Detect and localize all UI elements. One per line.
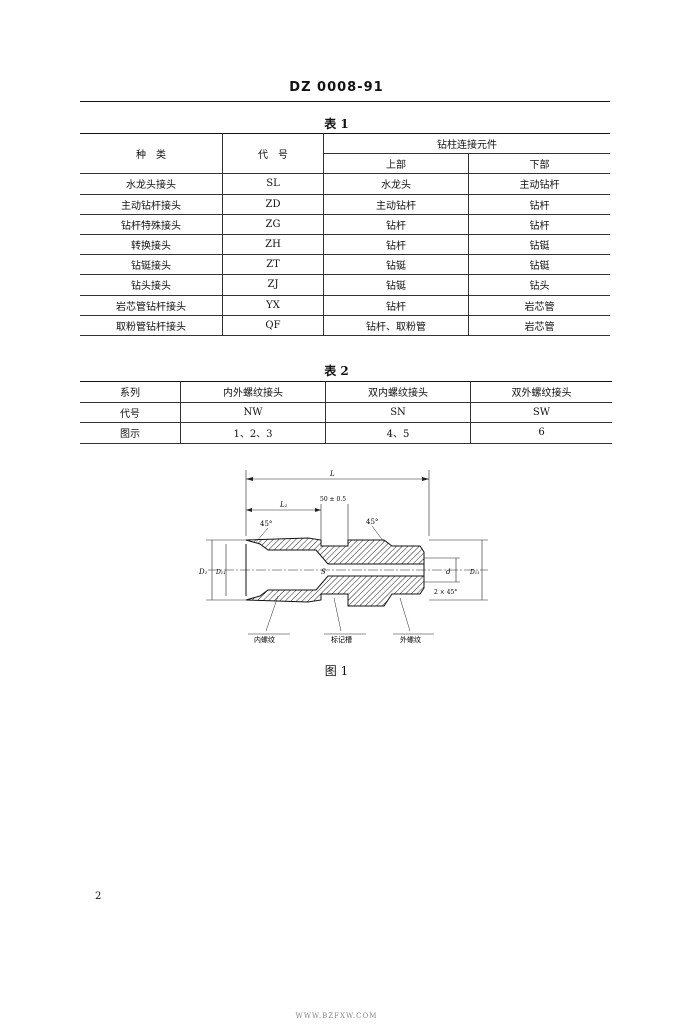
footer-watermark: WWW.BZFXW.COM [295,1012,378,1020]
col-header-kind: 种 类 [80,133,223,175]
cell-lower: 岩芯管 [468,295,610,316]
cell-upper: 钻铤 [323,254,469,276]
cell-sn: SN [325,402,471,423]
cell-nw: 1、2、3 [180,422,326,444]
cell-upper: 钻杆、取粉管 [323,315,469,336]
cell-kind: 钻铤接头 [80,254,223,276]
col-header-nw: 内外螺纹接头 [180,381,326,403]
col-header-sw: 双外螺纹接头 [470,381,612,403]
cell-lower: 主动钻杆 [468,173,610,195]
header-rule [80,101,610,102]
callout-outer-thread: 外螺纹 [400,635,421,644]
cell-code: QF [222,315,324,336]
cell-kind: 钻头接头 [80,274,223,296]
table1-caption: 表 1 [324,117,349,131]
cell-label: 图示 [80,422,181,444]
chamfer-label-right: 45° [366,518,378,526]
cell-lower: 钻杆 [468,194,610,215]
chamfer-label-left: 45° [260,520,272,528]
table2-header-row: 系列 内外螺纹接头 双内螺纹接头 双外螺纹接头 [80,381,612,403]
col-header-code: 代 号 [222,133,324,175]
table1-subheader-row: 上部 下部 [80,153,610,175]
cell-kind: 水龙头接头 [80,173,223,195]
callout-inner-thread: 内螺纹 [254,635,275,644]
cell-code: ZH [222,234,324,256]
cell-kind: 主动钻杆接头 [80,194,223,215]
cell-kind: 取粉管钻杆接头 [80,315,223,336]
cell-kind: 钻杆特殊接头 [80,214,223,235]
cell-upper: 主动钻杆 [323,194,469,215]
dim-label-D1: D₁ [198,568,208,576]
cell-nw: NW [180,402,326,423]
cell-kind: 岩芯管钻杆接头 [80,295,223,316]
chamfer-label-end: 2 × 45° [434,589,457,596]
standard-code-header: DZ 0008-91 [289,80,384,95]
dim-label-D11-right: D₁₁ [469,569,480,576]
table1-header-row: 种 类 代 号 钻柱连接元件 [80,133,610,175]
cell-label: 代号 [80,402,181,423]
cell-lower: 钻杆 [468,214,610,235]
joint-section-drawing: L L₁ 50 ± 0.5 45° 45° D₁ D₁₁ S d D₁₁ 2 ×… [198,470,488,644]
cell-code: ZG [222,214,324,235]
cell-lower: 岩芯管 [468,315,610,336]
cell-code: YX [222,295,324,316]
cell-sw: SW [470,402,612,423]
col-header-lower: 下部 [468,153,610,175]
cell-code: ZT [222,254,324,276]
dim-label-D11: D₁₁ [215,569,226,576]
cell-sn: 4、5 [325,422,471,444]
cell-code: ZJ [222,274,324,296]
col-header-series: 系列 [80,381,181,403]
dim-label-L1: L₁ [279,501,288,509]
cell-upper: 钻杆 [323,214,469,235]
cell-code: ZD [222,194,324,215]
cell-lower: 钻铤 [468,234,610,256]
cell-upper: 钻铤 [323,274,469,296]
callout-mark-groove: 标记槽 [331,635,352,644]
col-header-sn: 双内螺纹接头 [325,381,471,403]
cell-sw: 6 [470,422,612,444]
dim-label-groove: 50 ± 0.5 [320,496,346,503]
dim-label-S: S [321,568,326,576]
cell-code: SL [222,173,324,195]
figure-caption: 图 1 [324,664,349,678]
cell-upper: 水龙头 [323,173,469,195]
cell-kind: 转换接头 [80,234,223,256]
col-header-upper: 上部 [323,153,469,175]
cell-lower: 钻头 [468,274,610,296]
page-number: 2 [95,891,102,902]
cell-upper: 钻杆 [323,234,469,256]
cell-upper: 钻杆 [323,295,469,316]
dim-label-d: d [446,568,451,576]
col-header-group: 钻柱连接元件 [323,133,610,155]
table2-caption: 表 2 [324,364,349,378]
dim-label-L: L [329,470,335,478]
cell-lower: 钻铤 [468,254,610,276]
